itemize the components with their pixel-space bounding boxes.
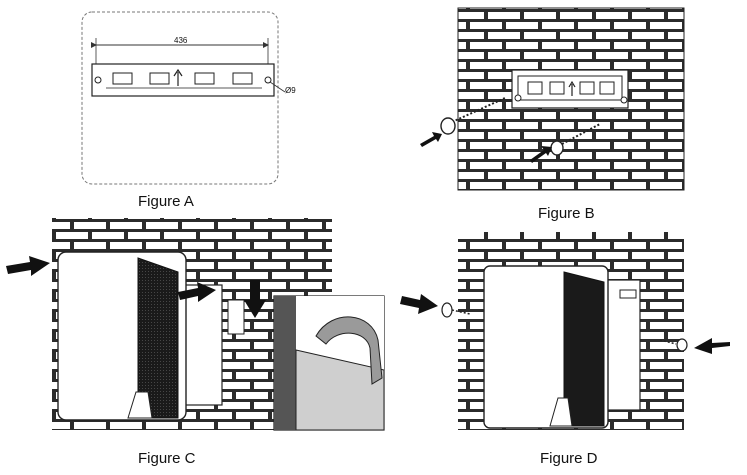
hole-diameter-label: Ø9 <box>285 86 296 95</box>
dimension-label: 436 <box>174 36 188 45</box>
grille-panel <box>563 271 605 427</box>
figure-c <box>6 218 385 431</box>
figure-b-caption: Figure B <box>538 205 595 222</box>
arrow-icon <box>178 282 216 302</box>
inverter-side <box>181 284 223 406</box>
figure-d <box>400 232 730 430</box>
up-arrow-icon <box>173 68 183 86</box>
arrow-icon <box>694 338 730 354</box>
up-arrow-icon <box>568 80 576 96</box>
handle <box>549 397 573 427</box>
arrow-down-icon <box>244 280 266 318</box>
drill-template-outline <box>81 11 279 185</box>
arrow-icon <box>6 256 50 276</box>
handle <box>127 391 153 419</box>
hook-arrow-icon <box>315 316 383 385</box>
figure-a <box>81 11 286 185</box>
grille-panel <box>137 257 179 419</box>
figure-c-caption: Figure C <box>138 450 196 467</box>
arrow-icon <box>400 294 438 314</box>
arrow-icon <box>530 146 552 163</box>
figure-b <box>420 7 685 191</box>
arrow-icon <box>420 132 442 147</box>
screw <box>441 302 471 318</box>
screw <box>440 97 506 135</box>
screw <box>659 338 688 352</box>
figure-a-caption: Figure A <box>138 193 194 210</box>
wall-bracket <box>91 63 275 97</box>
figure-d-caption: Figure D <box>540 450 598 467</box>
